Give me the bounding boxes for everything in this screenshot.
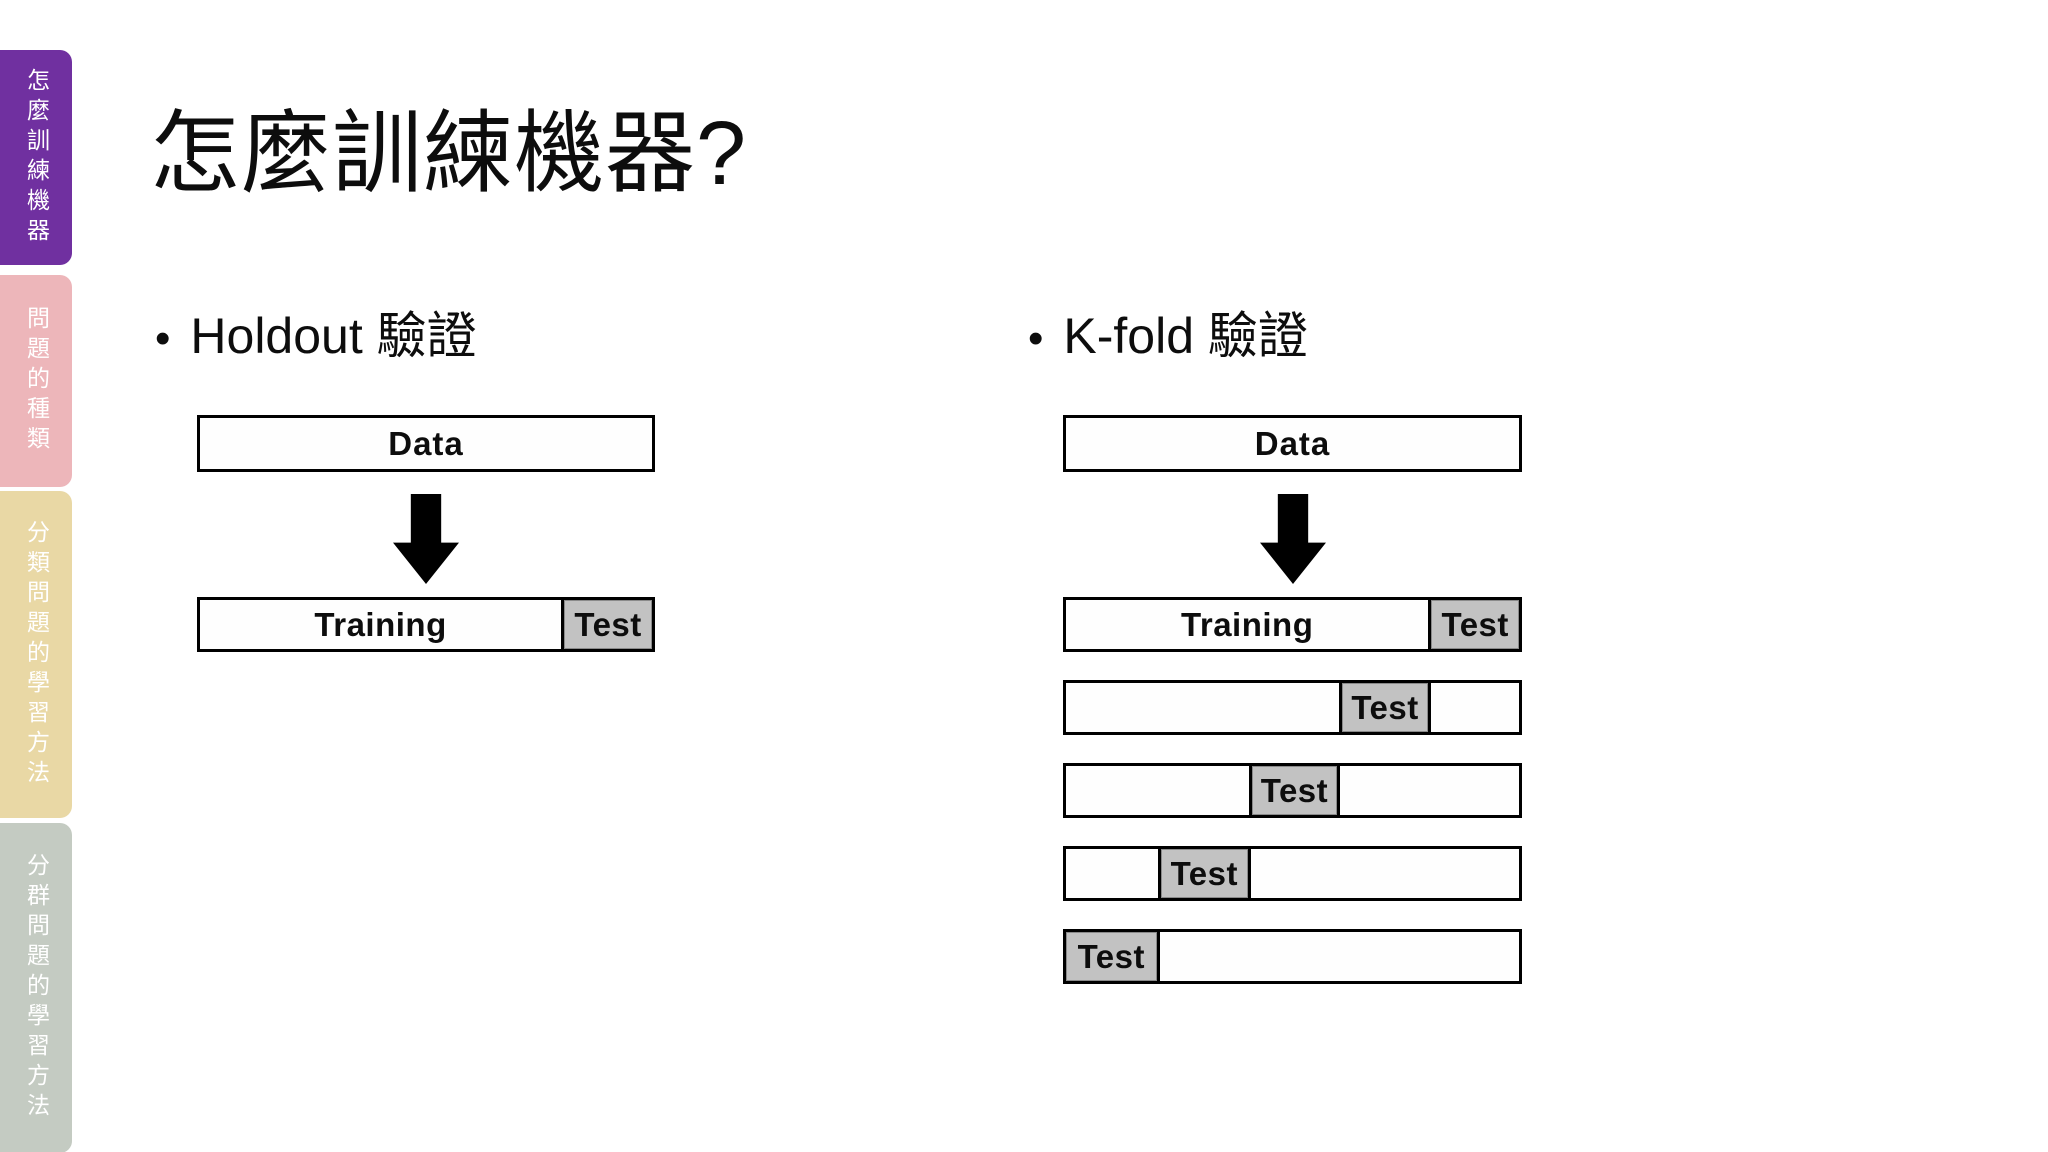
down-arrow-icon — [1260, 494, 1326, 584]
holdout-split-rows: Training Test — [197, 597, 655, 652]
segment-label: Test — [1351, 688, 1419, 726]
bullet-icon: • — [1028, 314, 1044, 363]
fold-row: Training Test — [197, 597, 655, 652]
training-segment: Training — [200, 600, 561, 649]
kfold-heading-label: K-fold 驗證 — [1063, 308, 1308, 364]
sidebar-tab-3[interactable]: 分類問題的學習方法 — [0, 491, 72, 818]
page-title: 怎麼訓練機器? — [150, 104, 748, 204]
segment-label: Test — [1441, 605, 1509, 643]
holdout-heading: • Holdout 驗證 — [155, 308, 477, 366]
sidebar-tab-2[interactable]: 問題的種類 — [0, 275, 72, 487]
segment-label: Training — [1181, 605, 1314, 643]
test-segment: Test — [1157, 849, 1248, 898]
fold-segment — [1247, 849, 1519, 898]
segment-label: Test — [1077, 937, 1145, 975]
training-segment: Training — [1066, 600, 1428, 649]
holdout-heading-label: Holdout 驗證 — [190, 308, 477, 364]
kfold-heading: • K-fold 驗證 — [1028, 308, 1308, 366]
sidebar-tab-label: 分群問題的學習方法 — [23, 853, 50, 1123]
bullet-icon: • — [155, 314, 171, 363]
fold-segment — [1427, 683, 1519, 732]
test-segment: Test — [1428, 600, 1519, 649]
sidebar-tab-label: 怎麼訓練機器 — [23, 67, 50, 248]
sidebar-tabs: 怎麼訓練機器問題的種類分類問題的學習方法分群問題的學習方法 — [0, 0, 72, 1152]
holdout-data-box: Data — [197, 415, 655, 472]
fold-row: Test — [1063, 680, 1522, 735]
fold-row: Test — [1063, 846, 1522, 901]
segment-label: Test — [574, 605, 642, 643]
down-arrow-icon — [393, 494, 459, 584]
fold-segment — [1066, 766, 1249, 815]
fold-segment — [1066, 849, 1158, 898]
sidebar-tab-label: 問題的種類 — [23, 306, 50, 456]
test-segment: Test — [1066, 932, 1157, 981]
sidebar-tab-label: 分類問題的學習方法 — [23, 519, 50, 790]
segment-label: Test — [1260, 771, 1329, 809]
fold-row: Test — [1063, 929, 1522, 984]
segment-label: Training — [314, 605, 447, 643]
segment-label: Test — [1170, 854, 1238, 892]
test-segment: Test — [1339, 683, 1428, 732]
fold-segment — [1337, 766, 1519, 815]
sidebar-tab-4[interactable]: 分群問題的學習方法 — [0, 823, 72, 1152]
data-box-label: Data — [1254, 424, 1331, 462]
kfold-data-box: Data — [1063, 415, 1522, 472]
fold-row: Training Test — [1063, 597, 1522, 652]
fold-segment — [1066, 683, 1339, 732]
fold-row: Test — [1063, 763, 1522, 818]
sidebar-tab-1[interactable]: 怎麼訓練機器 — [0, 50, 72, 265]
test-segment: Test — [1248, 766, 1338, 815]
test-segment: Test — [561, 600, 652, 649]
data-box-label: Data — [388, 424, 464, 462]
fold-segment — [1156, 932, 1519, 981]
